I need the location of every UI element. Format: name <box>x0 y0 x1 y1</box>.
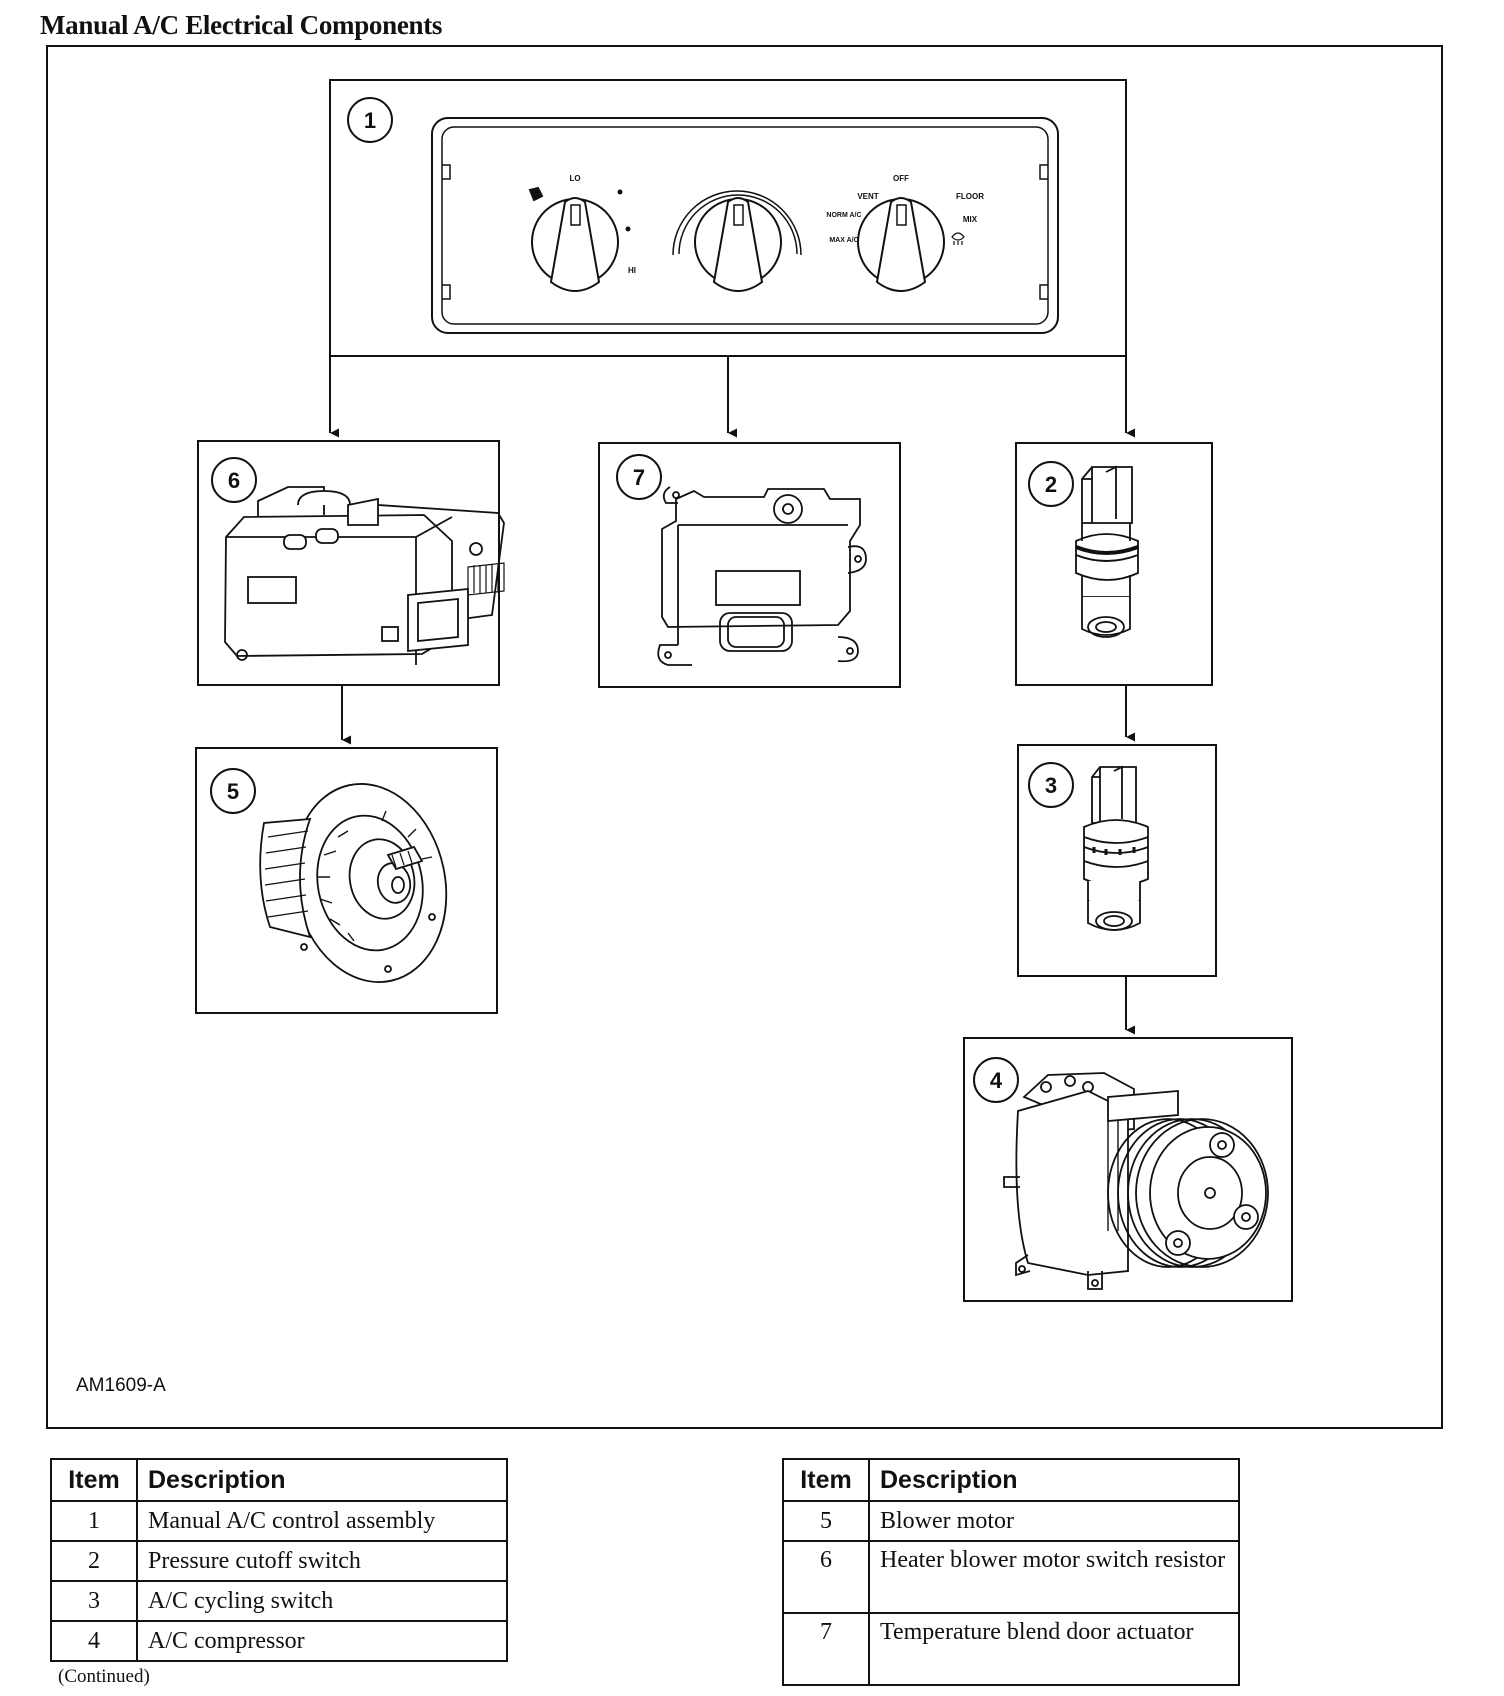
callout-label-3: 3 <box>1045 773 1057 798</box>
callout-7: 7 <box>616 454 662 500</box>
header-description: Description <box>136 1458 508 1502</box>
header-description: Description <box>868 1458 1240 1502</box>
label-mix: MIX <box>963 215 978 224</box>
label-max-ac: MAX A/C <box>829 237 858 244</box>
cell-description: Blower motor <box>868 1500 1240 1542</box>
callout-4: 4 <box>973 1057 1019 1103</box>
cell-item: 6 <box>782 1540 870 1614</box>
callout-label-4: 4 <box>990 1068 1003 1093</box>
table-row: 7 Temperature blend door actuator <box>782 1612 1240 1686</box>
component-figure: 1 6 7 2 5 3 4 LO HI VENT OFF FLOOR NORM … <box>46 45 1443 1429</box>
table-header-row: Item Description <box>782 1458 1240 1502</box>
callout-5: 5 <box>210 768 256 814</box>
cell-item: 3 <box>50 1580 138 1622</box>
cell-item: 7 <box>782 1612 870 1686</box>
callout-1: 1 <box>347 97 393 143</box>
callout-label-2: 2 <box>1045 472 1057 497</box>
cell-description: A/C cycling switch <box>136 1580 508 1622</box>
label-vent: VENT <box>857 192 878 201</box>
callout-label-1: 1 <box>364 108 376 133</box>
table-row: 6 Heater blower motor switch resistor <box>782 1540 1240 1614</box>
continued-note: (Continued) <box>58 1666 150 1687</box>
callouts: 1 6 7 2 5 3 4 <box>210 97 1074 1103</box>
cell-description: Pressure cutoff switch <box>136 1540 508 1582</box>
resistor-box <box>197 440 505 686</box>
table-row: 2 Pressure cutoff switch <box>50 1540 508 1582</box>
control-assembly-box <box>329 79 1127 357</box>
header-item: Item <box>50 1458 138 1502</box>
table-row: 1 Manual A/C control assembly <box>50 1500 508 1542</box>
pressure-switch-box <box>1015 442 1213 686</box>
callout-label-7: 7 <box>633 465 645 490</box>
label-floor: FLOOR <box>956 192 984 201</box>
page-title: Manual A/C Electrical Components <box>40 10 443 40</box>
cell-item: 4 <box>50 1620 138 1662</box>
cycling-switch-box <box>1017 744 1217 977</box>
temperature-knob <box>672 190 802 292</box>
fan-icon <box>528 186 544 202</box>
callout-6: 6 <box>211 457 257 503</box>
callout-label-6: 6 <box>228 468 240 493</box>
cell-description: Manual A/C control assembly <box>136 1500 508 1542</box>
callout-3: 3 <box>1028 762 1074 808</box>
label-lo: LO <box>569 174 580 183</box>
header-item: Item <box>782 1458 870 1502</box>
figure-code: AM1609-A <box>76 1375 166 1396</box>
label-hi: HI <box>628 266 636 275</box>
cell-description: Temperature blend door actuator <box>868 1612 1240 1686</box>
table-header-row: Item Description <box>50 1458 508 1502</box>
connector-arrows <box>329 356 1135 1035</box>
blower-motor-box <box>195 747 498 1014</box>
actuator-box <box>598 442 901 688</box>
cell-item: 2 <box>50 1540 138 1582</box>
callout-label-5: 5 <box>227 779 239 804</box>
compressor-box <box>963 1037 1293 1302</box>
table-row: 5 Blower motor <box>782 1500 1240 1542</box>
label-norm-ac: NORM A/C <box>826 212 861 219</box>
table-row: 4 A/C compressor <box>50 1620 508 1662</box>
cell-description: Heater blower motor switch resistor <box>868 1540 1240 1614</box>
cell-item: 5 <box>782 1500 870 1542</box>
defrost-icon <box>951 232 965 245</box>
panel-labels: LO HI VENT OFF FLOOR NORM A/C MIX MAX A/… <box>569 174 984 275</box>
mode-knob <box>857 197 965 292</box>
control-panel <box>431 117 1059 334</box>
table-row: 3 A/C cycling switch <box>50 1580 508 1622</box>
callout-2: 2 <box>1028 461 1074 507</box>
items-table-right: Item Description 5 Blower motor 6 Heater… <box>782 1458 1240 1686</box>
component-diagram: 1 6 7 2 5 3 4 LO HI VENT OFF FLOOR NORM … <box>195 79 1293 1302</box>
blower-speed-knob <box>528 186 631 292</box>
label-off: OFF <box>893 174 909 183</box>
cell-item: 1 <box>50 1500 138 1542</box>
cell-description: A/C compressor <box>136 1620 508 1662</box>
items-table-left: Item Description 1 Manual A/C control as… <box>50 1458 508 1662</box>
